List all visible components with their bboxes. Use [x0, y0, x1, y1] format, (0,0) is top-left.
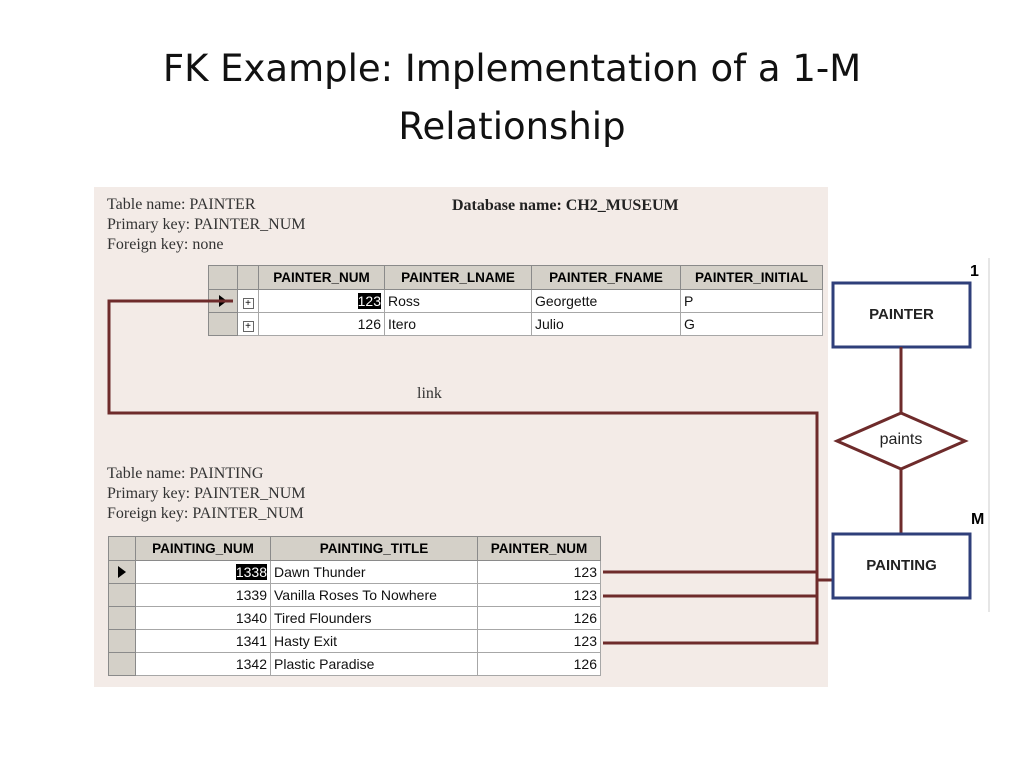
- table-cell[interactable]: Plastic Paradise: [270, 652, 478, 676]
- table-cell[interactable]: 123: [258, 289, 385, 313]
- row-selector-header: [208, 265, 238, 290]
- painting-table: PAINTING_NUM PAINTING_TITLE PAINTER_NUM …: [108, 536, 601, 676]
- painter-primary-key: Primary key: PAINTER_NUM: [107, 216, 306, 233]
- selected-value: 123: [357, 293, 381, 309]
- cardinality-one: 1: [970, 263, 979, 280]
- title-line-2: Relationship: [398, 105, 626, 148]
- painting-entity-label: PAINTING: [866, 557, 937, 574]
- table-cell[interactable]: 1340: [135, 606, 271, 630]
- table-cell[interactable]: Georgette: [531, 289, 681, 313]
- table-row[interactable]: + 123 Ross Georgette P: [208, 289, 823, 313]
- row-selector[interactable]: [108, 583, 136, 607]
- table-cell[interactable]: Julio: [531, 312, 681, 336]
- table-cell[interactable]: 1339: [135, 583, 271, 607]
- painter-table-name: Table name: PAINTER: [107, 196, 256, 213]
- table-cell[interactable]: 126: [477, 652, 601, 676]
- painting-foreign-key: Foreign key: PAINTER_NUM: [107, 505, 304, 522]
- table-cell[interactable]: Hasty Exit: [270, 629, 478, 653]
- expand-cell[interactable]: +: [237, 289, 259, 313]
- painting-table-meta: Table name: PAINTING Primary key: PAINTE…: [107, 464, 306, 524]
- database-name: Database name: CH2_MUSEUM: [452, 197, 679, 214]
- column-header[interactable]: PAINTER_FNAME: [531, 265, 681, 290]
- expand-plus-icon[interactable]: +: [242, 321, 254, 332]
- painting-header-row: PAINTING_NUM PAINTING_TITLE PAINTER_NUM: [108, 536, 601, 561]
- expand-plus-icon[interactable]: +: [242, 298, 254, 309]
- table-cell[interactable]: 126: [258, 312, 385, 336]
- table-row[interactable]: 1340 Tired Flounders 126: [108, 606, 601, 630]
- table-row[interactable]: + 126 Itero Julio G: [208, 312, 823, 336]
- painter-entity-box: [831, 281, 972, 349]
- table-cell[interactable]: P: [680, 289, 823, 313]
- current-row-arrow-icon: [118, 566, 126, 578]
- column-header[interactable]: PAINTING_TITLE: [270, 536, 478, 561]
- table-cell[interactable]: G: [680, 312, 823, 336]
- table-cell[interactable]: Vanilla Roses To Nowhere: [270, 583, 478, 607]
- link-lines: [107, 299, 833, 645]
- slide-title: FK Example: Implementation of a 1-M Rela…: [0, 40, 1024, 156]
- row-selector-header: [108, 536, 136, 561]
- table-cell[interactable]: 1338: [135, 560, 271, 584]
- column-header[interactable]: PAINTER_NUM: [477, 536, 601, 561]
- relationship-label: paints: [879, 431, 923, 448]
- column-header[interactable]: PAINTER_NUM: [258, 265, 385, 290]
- cardinality-many: M: [971, 511, 985, 528]
- table-cell[interactable]: Tired Flounders: [270, 606, 478, 630]
- column-header[interactable]: PAINTER_LNAME: [384, 265, 532, 290]
- link-line-main: [107, 299, 819, 645]
- table-row[interactable]: 1342 Plastic Paradise 126: [108, 652, 601, 676]
- painter-entity-label: PAINTER: [869, 306, 934, 323]
- painter-header-row: PAINTER_NUM PAINTER_LNAME PAINTER_FNAME …: [208, 265, 823, 290]
- table-row[interactable]: 1338 Dawn Thunder 123: [108, 560, 601, 584]
- painting-table-name: Table name: PAINTING: [107, 465, 264, 482]
- title-line-1: FK Example: Implementation of a 1-M: [162, 47, 862, 90]
- painting-primary-key: Primary key: PAINTER_NUM: [107, 485, 306, 502]
- expand-header: [237, 265, 259, 290]
- table-cell[interactable]: 123: [477, 560, 601, 584]
- table-cell[interactable]: 126: [477, 606, 601, 630]
- table-cell[interactable]: Itero: [384, 312, 532, 336]
- painter-table-meta: Table name: PAINTER Primary key: PAINTER…: [107, 195, 306, 255]
- selected-value: 1338: [235, 564, 267, 580]
- table-cell[interactable]: 1342: [135, 652, 271, 676]
- painter-table: PAINTER_NUM PAINTER_LNAME PAINTER_FNAME …: [208, 265, 823, 336]
- link-label: link: [417, 385, 442, 402]
- table-cell[interactable]: 123: [477, 583, 601, 607]
- table-cell[interactable]: Dawn Thunder: [270, 560, 478, 584]
- painting-entity-box: [831, 532, 972, 600]
- column-header[interactable]: PAINTING_NUM: [135, 536, 271, 561]
- row-selector[interactable]: [108, 652, 136, 676]
- column-header[interactable]: PAINTER_INITIAL: [680, 265, 823, 290]
- painter-foreign-key: Foreign key: none: [107, 236, 224, 253]
- table-row[interactable]: 1339 Vanilla Roses To Nowhere 123: [108, 583, 601, 607]
